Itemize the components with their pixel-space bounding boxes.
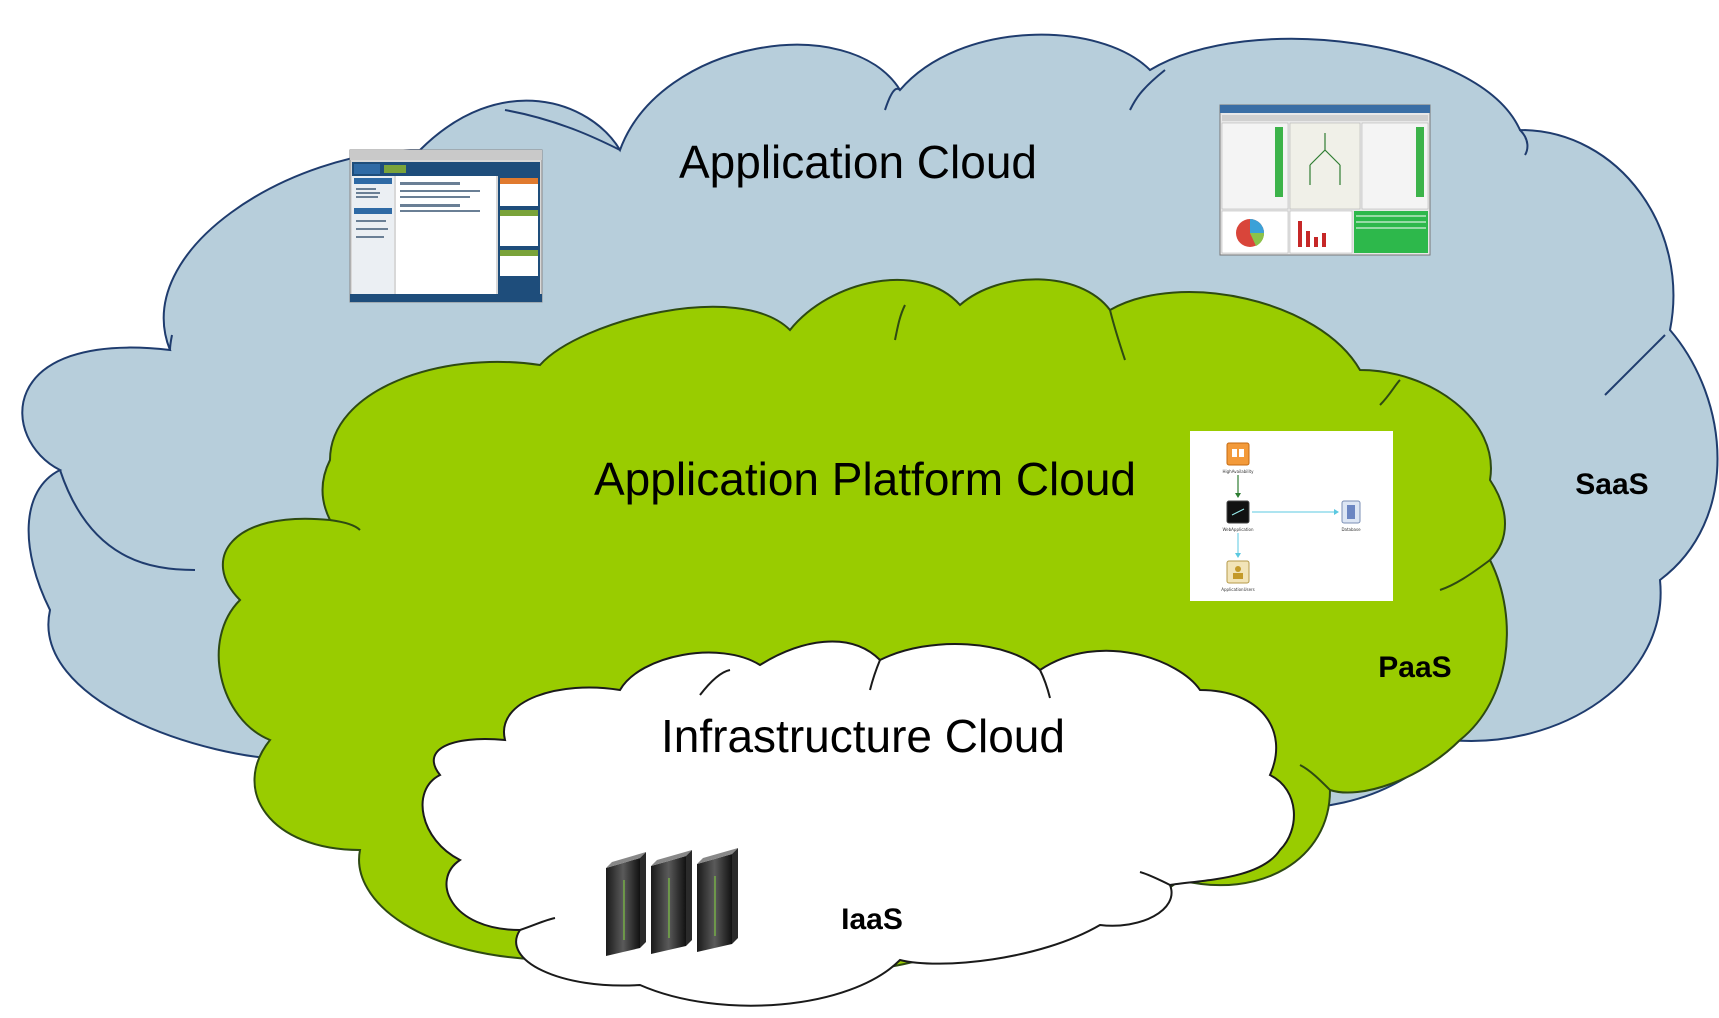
flow-node-label: Database: [1341, 527, 1361, 532]
saas-label: SaaS: [1575, 468, 1648, 501]
platform-cloud-title: Application Platform Cloud: [594, 453, 1136, 505]
flow-node-label: WebApplication: [1222, 527, 1254, 532]
saas-web-app-screenshot: [349, 149, 543, 303]
paas-flow-screenshot: HighAvailability WebApplication Database…: [1190, 431, 1393, 601]
infrastructure-cloud-shape: [421, 640, 1295, 1007]
saas-console-screenshot: [1219, 104, 1431, 256]
infrastructure-cloud-title: Infrastructure Cloud: [661, 710, 1065, 762]
flow-node-label: HighAvailability: [1223, 469, 1255, 474]
iaas-label: IaaS: [841, 903, 903, 936]
paas-label: PaaS: [1378, 651, 1451, 684]
flow-node-label: ApplicationUsers: [1221, 587, 1255, 592]
server-rack-icon: [606, 848, 738, 956]
application-cloud-title: Application Cloud: [679, 136, 1037, 188]
infrastructure-cloud: Infrastructure Cloud IaaS: [421, 640, 1295, 1007]
high-availability-icon: [1226, 442, 1250, 466]
